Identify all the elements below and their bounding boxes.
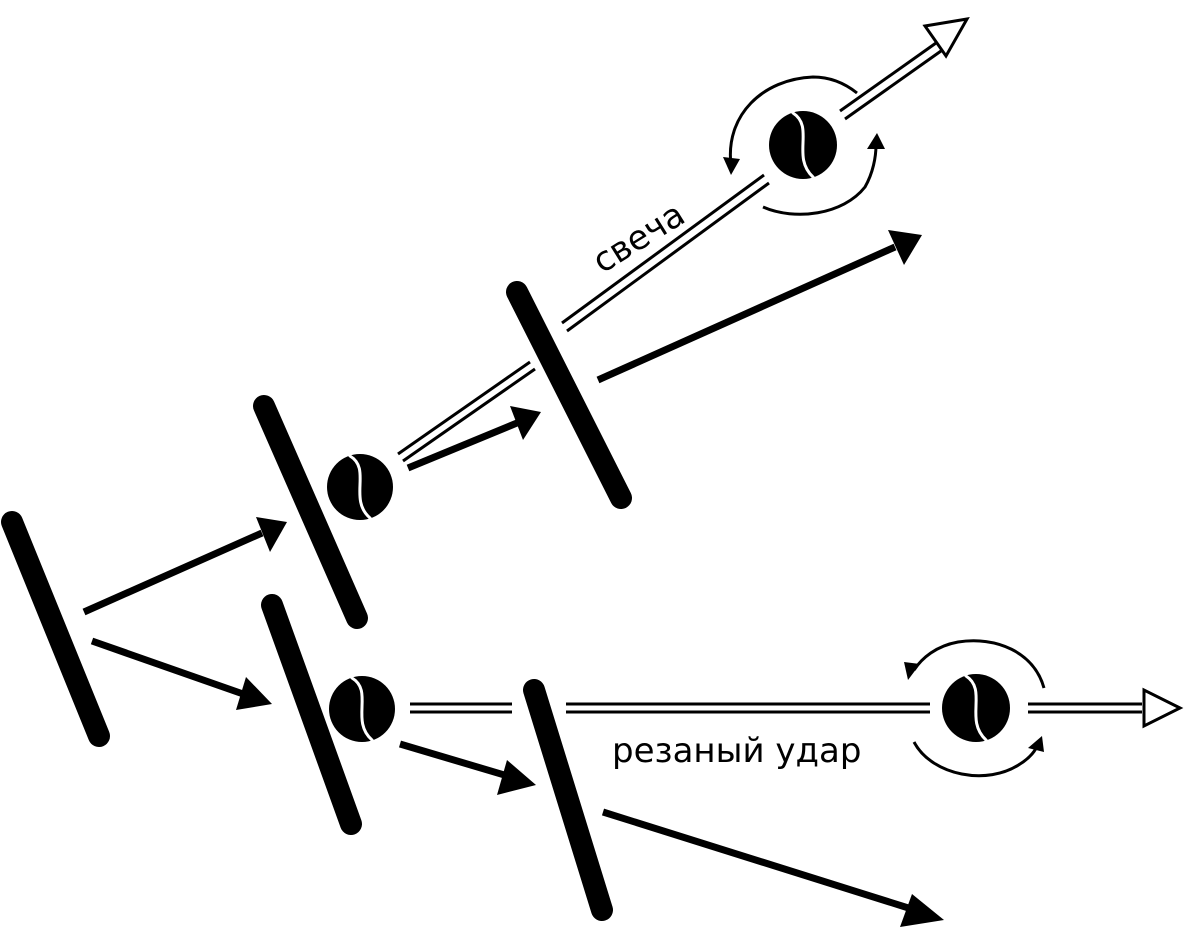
arrow-start-to-lower: [90, 637, 272, 710]
arrow-lower-ball-to-racket: [399, 740, 536, 795]
racket-upper-right: [506, 281, 632, 509]
slice-trajectory: [410, 687, 1184, 729]
racket-lower-right: [523, 679, 613, 921]
racket-start: [1, 511, 110, 747]
slice-spin-indicator: [904, 639, 1046, 778]
solid-arrows: [82, 230, 944, 927]
rackets: [1, 281, 632, 921]
lob-spin-indicator: [723, 75, 885, 216]
arrow-lower-racket-outgoing: [601, 808, 944, 927]
racket-lower-middle: [261, 594, 362, 835]
tennis-ball-lower: [329, 676, 395, 742]
tennis-ball-lob-spin: [769, 111, 837, 179]
lob-trajectory: [397, 17, 970, 463]
tennis-ball-upper: [327, 454, 393, 520]
tennis-ball-slice-spin: [942, 674, 1010, 742]
arrow-upper-racket-outgoing: [596, 230, 922, 384]
racket-upper-middle: [253, 395, 368, 629]
arrow-upper-ball-to-racket: [406, 406, 541, 472]
slice-label: резаный удар: [612, 731, 861, 771]
lob-hollow-arrowhead: [922, 17, 970, 59]
arrow-start-to-upper: [82, 517, 287, 616]
slice-hollow-arrowhead: [1142, 687, 1184, 729]
